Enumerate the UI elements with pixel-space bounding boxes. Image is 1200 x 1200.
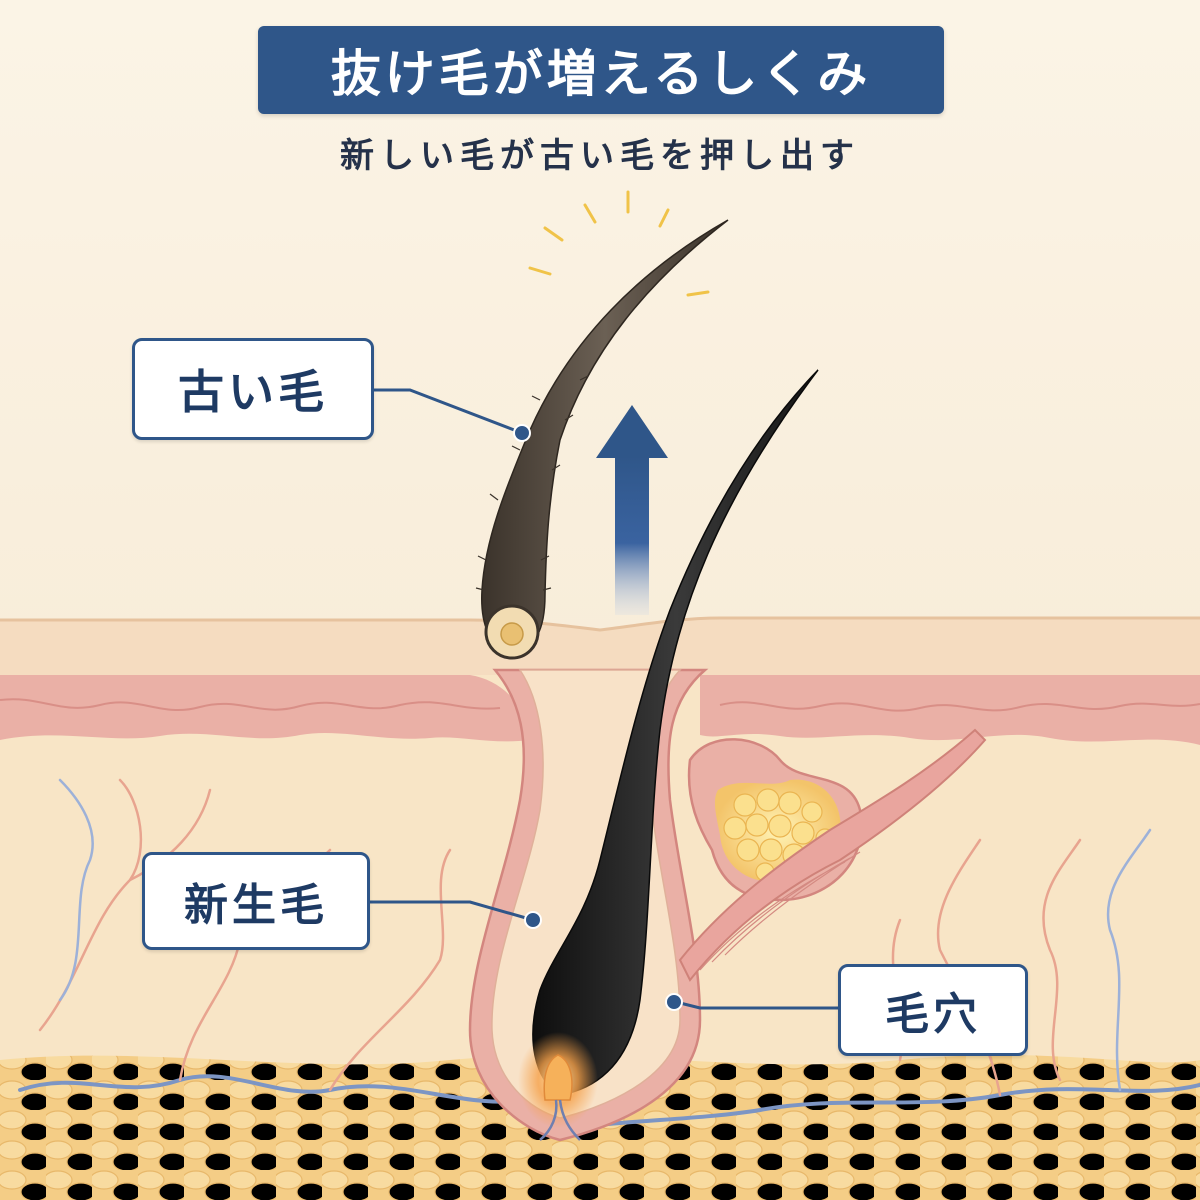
dot-pore bbox=[665, 993, 683, 1011]
dermal-papilla bbox=[543, 1054, 573, 1101]
club-root-bulb bbox=[500, 622, 524, 646]
page-title: 抜け毛が増えるしくみ bbox=[330, 45, 872, 103]
old-hair-scales bbox=[475, 375, 589, 591]
page-subtitle: 新しい毛が古い毛を押し出す bbox=[340, 136, 860, 176]
dermis-texture-right bbox=[719, 701, 1200, 712]
label-old-hair: 古い毛 bbox=[132, 338, 374, 440]
leader-pore bbox=[675, 1000, 838, 1010]
push-out-arrow bbox=[596, 405, 668, 615]
label-pore: 毛穴 bbox=[838, 964, 1028, 1056]
sparkle-lines bbox=[528, 190, 710, 297]
dot-old-hair bbox=[513, 424, 531, 442]
title-banner: 抜け毛が増えるしくみ bbox=[258, 26, 944, 114]
dot-new-hair bbox=[524, 911, 542, 929]
leader-dots bbox=[513, 424, 683, 1011]
leader-old-hair bbox=[374, 388, 523, 435]
dermis-texture-left bbox=[0, 698, 501, 712]
muscle-fibers bbox=[699, 851, 861, 971]
arrector-pili-muscle bbox=[678, 728, 987, 982]
leader-lines bbox=[370, 388, 838, 1010]
dermis-band-right bbox=[700, 675, 1200, 745]
papilla-vessel bbox=[539, 1099, 581, 1141]
label-new-hair: 新生毛 bbox=[142, 852, 370, 950]
leader-new-hair bbox=[370, 900, 534, 922]
